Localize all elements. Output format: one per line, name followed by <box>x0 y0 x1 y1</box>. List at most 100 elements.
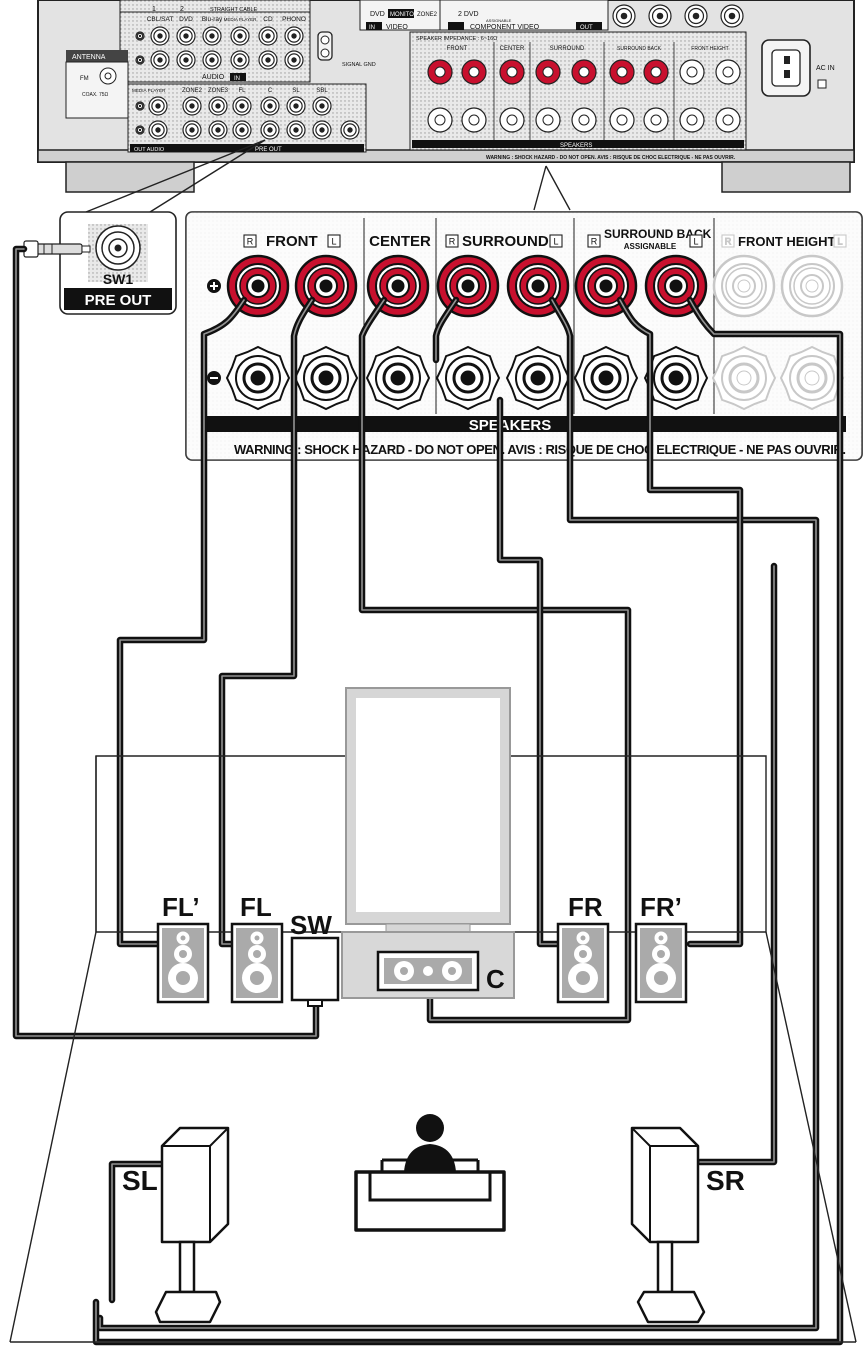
speaker-sw <box>290 936 340 1007</box>
audio-in-jack-top-0 <box>150 26 170 46</box>
label-fr: FR <box>568 892 603 922</box>
pre-out-jack-top-5 <box>286 96 306 116</box>
top-label-straight-cable: STRAIGHT CABLE <box>210 7 258 13</box>
zoom-terminal-negative-3 <box>435 345 501 411</box>
fh-l-box-letter: L <box>837 237 842 247</box>
label-sr: SR <box>706 1165 745 1196</box>
pre-out-top-label-2: ZONE3 <box>208 88 229 94</box>
speaker-sl <box>154 1126 230 1324</box>
ac-in-label: AC IN <box>816 65 835 72</box>
label-fr-prime: FR’ <box>640 892 682 922</box>
pre-out-jack-top-2 <box>208 96 228 116</box>
tv <box>345 687 511 933</box>
top-label-dvd: DVD <box>370 11 385 18</box>
speaker-fr <box>556 922 610 1004</box>
pre-out-jack-bottom-6 <box>312 120 332 140</box>
pre-out-top-label-5: SL <box>292 88 300 94</box>
pre-out-jack-bottom-1 <box>182 120 202 140</box>
label-fl-prime: FL’ <box>162 892 200 922</box>
pre-out-jack-bottom-0 <box>148 120 168 140</box>
receiver-foot-right <box>721 161 851 193</box>
video-in-label: IN <box>369 25 375 31</box>
label-c: C <box>486 964 505 994</box>
audio-label: AUDIO <box>202 74 225 81</box>
speaker-fr-prime <box>634 922 688 1004</box>
fm-label: FM <box>80 76 89 82</box>
audio-in-label-4: CD <box>263 16 273 23</box>
pre-out-jack-top-3 <box>232 96 252 116</box>
zoom-terminal-negative-5 <box>573 345 639 411</box>
front-l-box-letter: L <box>331 237 336 247</box>
audio-in-label-5: PHONO <box>282 16 306 23</box>
label-fl: FL <box>240 892 272 922</box>
audio-in-jack-top-2 <box>202 26 222 46</box>
label-sl: SL <box>122 1165 158 1196</box>
receiver-rear-panel: 1 2 STRAIGHT CABLE DVD MONITOR ZONE2 2 D… <box>37 0 855 193</box>
mini-group-label-4: FRONT HEIGHT <box>691 46 728 52</box>
speaker-fl <box>230 922 284 1004</box>
wire-sback-l-to-sl <box>92 296 844 1346</box>
zoom-assignable-label: ASSIGNABLE <box>624 242 677 251</box>
speaker-wires <box>12 245 844 1346</box>
listener-head <box>416 1114 444 1142</box>
room-floor <box>9 931 857 1343</box>
zoom-terminal-positive-7 <box>712 254 776 318</box>
audio-in-jack-bottom-0 <box>150 50 170 70</box>
wire-surround-r-to-fr <box>432 296 566 948</box>
sback-r-box <box>587 234 601 248</box>
speaker-c <box>376 950 480 992</box>
video-label: VIDEO <box>386 24 408 31</box>
wire-center-to-c <box>358 296 632 1024</box>
zoom-terminal-positive-3 <box>436 254 500 318</box>
audio-in-jack-top-3 <box>230 26 250 46</box>
front-r-box-letter: R <box>247 237 254 247</box>
zoom-terminal-negative-6 <box>643 345 709 411</box>
audio-in-label-2: Blu-ray <box>202 16 223 23</box>
zoom-warning-label: WARNING : SHOCK HAZARD - DO NOT OPEN. AV… <box>234 442 846 457</box>
audio-in-jack-top-4 <box>258 26 278 46</box>
front-l-box <box>327 234 341 248</box>
coax-label: COAX. 75Ω <box>82 92 109 98</box>
pre-out-marker-l <box>135 101 145 111</box>
pre-out-jack-bottom-5 <box>286 120 306 140</box>
fh-l-box <box>833 234 847 248</box>
pre-out-top-label-4: C <box>268 88 273 94</box>
callout-line-sw1 <box>85 139 266 213</box>
top-label-1: 1 <box>152 6 156 13</box>
pre-out-jack-bottom-3 <box>232 120 252 140</box>
pre-out-jack-sw2 <box>340 120 360 140</box>
sw1-zoom-callout: SW1 PRE OUT <box>23 211 177 315</box>
sw1-label: SW1 <box>103 271 134 287</box>
top-label-2: 2 <box>180 6 184 13</box>
zoom-speakers-bar <box>206 416 846 432</box>
mini-group-label-0: FRONT <box>447 46 468 52</box>
pre-out-top-label-6: SBL <box>316 88 328 94</box>
audio-in-label-3: MEDIA PLAYER <box>224 17 257 22</box>
zoom-surround-label: SURROUND <box>462 233 549 250</box>
wire-front-l-to-fl <box>218 296 316 948</box>
sback-l-box-letter: L <box>693 237 698 247</box>
zoom-terminal-positive-2 <box>366 254 430 318</box>
label-sw: SW <box>290 910 332 940</box>
audio-in-label-1: DVD <box>179 16 193 23</box>
speaker-impedance-label: SPEAKER IMPEDANCE : 6~16Ω <box>416 36 497 42</box>
out-audio-label: OUT AUDIO <box>134 147 165 153</box>
listener-sofa <box>354 1114 506 1232</box>
mini-speakers-label: SPEAKERS <box>560 143 592 149</box>
audio-in-marker-l <box>135 31 145 41</box>
zoom-terminal-negative-4 <box>505 345 571 411</box>
pre-out-top-label-0: MEDIA PLAYER <box>132 88 166 93</box>
audio-in-jack-top-5 <box>284 26 304 46</box>
callout-line-speakers <box>533 165 571 211</box>
pre-out-jack-top-0 <box>148 96 168 116</box>
zoom-surround-back-label: SURROUND BACK <box>604 227 712 241</box>
pre-out-jack-top-4 <box>260 96 280 116</box>
sback-l-box <box>689 234 703 248</box>
zoom-front-height-label: FRONT HEIGHT <box>738 234 836 249</box>
surround-l-box-letter: L <box>553 237 558 247</box>
component-out-label: OUT <box>580 25 593 31</box>
